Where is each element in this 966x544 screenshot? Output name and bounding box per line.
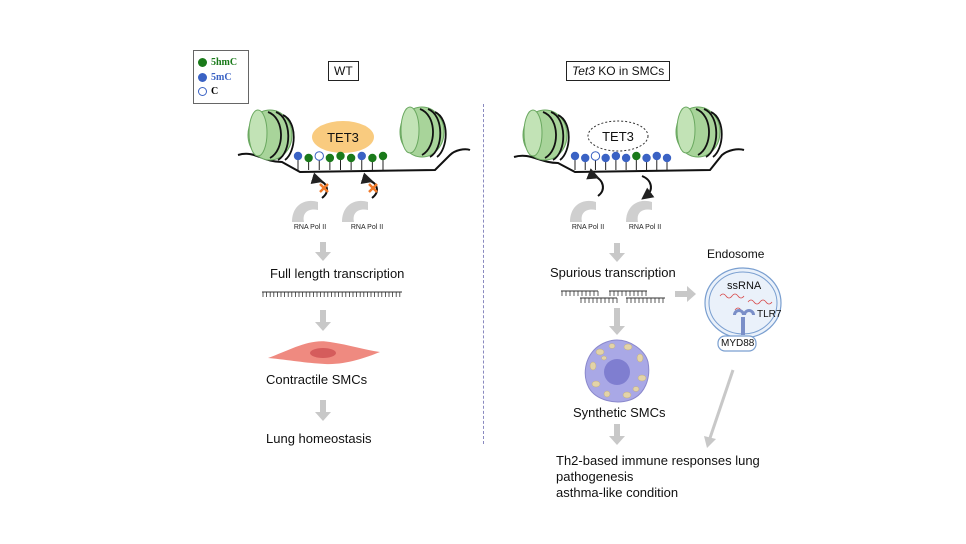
endosome-icon xyxy=(704,267,782,352)
c-dot-icon xyxy=(314,151,324,161)
transcription-arrow-icon xyxy=(586,168,604,197)
5hmc-dot-icon xyxy=(632,151,641,161)
endosome-label: Endosome xyxy=(707,247,765,261)
pol-label: RNA Pol II xyxy=(572,224,604,231)
diagonal-arrow-icon xyxy=(708,369,735,439)
rna-pol-ii-icon xyxy=(626,200,652,222)
tet3-enzyme xyxy=(312,121,374,153)
transcript-strand xyxy=(262,291,402,297)
ssrna-strand xyxy=(747,299,773,305)
ko-chromatin: TET3 RNA Pol II RNA Pol II xyxy=(513,106,745,231)
legend: 5hmC 5mC C xyxy=(193,50,249,104)
full-length-transcription-label: Full length transcription xyxy=(270,266,405,281)
spurious-transcripts xyxy=(561,290,665,303)
synthetic-smc-icon xyxy=(584,339,650,403)
5mc-dot-icon xyxy=(621,153,631,163)
tet3-absent-enzyme xyxy=(587,120,649,152)
pol-label: RNA Pol II xyxy=(351,224,383,231)
5mc-dot-icon xyxy=(293,151,303,161)
legend-item-5hmc: 5hmC xyxy=(198,57,237,68)
tet3-label: TET3 xyxy=(602,129,634,144)
wt-chromatin: TET3 RNA Pol II RNA Pol II xyxy=(237,106,471,231)
tet3-label: TET3 xyxy=(327,130,359,145)
tlr7-receptor-icon xyxy=(733,309,755,335)
cpg-sites xyxy=(570,151,672,170)
rna-pol-ii-icon xyxy=(342,200,368,222)
nucleosome-icon xyxy=(399,106,447,158)
flow-arrows xyxy=(315,242,696,445)
ko-title: Tet3 KO in SMCs xyxy=(566,61,671,81)
nucleosome-icon xyxy=(247,109,295,161)
transcript-fragment xyxy=(580,297,618,303)
5mc-dot-icon xyxy=(570,151,580,161)
transcription-arrow-icon xyxy=(641,175,655,200)
ko-title-gene: Tet3 xyxy=(572,64,595,78)
right-arrow-icon xyxy=(675,286,696,302)
synthetic-smcs-label: Synthetic SMCs xyxy=(573,405,666,420)
lung-homeostasis-label: Lung homeostasis xyxy=(266,431,372,446)
diagonal-arrowhead-icon xyxy=(704,436,716,448)
c-dot-icon xyxy=(198,87,207,96)
transcript-fragment xyxy=(626,297,665,303)
panel-divider xyxy=(483,104,484,444)
transcript-fragment xyxy=(609,290,647,296)
ssrna-strand xyxy=(719,293,745,299)
dna-strand xyxy=(513,148,745,174)
c-dot-icon xyxy=(590,151,601,161)
5hmc-dot-icon xyxy=(304,153,313,163)
full-length-transcript xyxy=(262,291,402,297)
contractile-smcs-label: Contractile SMCs xyxy=(266,372,368,387)
blocked-arrow-icon xyxy=(310,172,328,199)
outcome-text: Th2-based immune responses lung pathogen… xyxy=(556,453,760,501)
legend-item-c: C xyxy=(198,86,218,97)
down-arrow-icon xyxy=(609,424,625,445)
down-arrow-icon xyxy=(315,242,331,261)
pol-label: RNA Pol II xyxy=(629,224,661,231)
tlr7-label: TLR7 xyxy=(757,309,782,320)
block-x-icon xyxy=(319,183,329,193)
5mc-dot-icon xyxy=(198,73,207,82)
nucleosome-icon xyxy=(675,106,723,158)
5mc-dot-icon xyxy=(611,151,621,161)
legend-label: C xyxy=(211,86,219,97)
5hmc-dot-icon xyxy=(198,58,207,67)
myd88-label: MYD88 xyxy=(721,338,755,349)
down-arrow-icon xyxy=(315,310,331,331)
5hmc-dot-icon xyxy=(336,151,345,161)
5hmc-dot-icon xyxy=(325,153,335,163)
myd88-box xyxy=(717,335,757,352)
down-arrow-icon xyxy=(315,400,331,421)
5hmc-dot-icon xyxy=(368,153,377,163)
5hmc-dot-icon xyxy=(346,153,356,163)
outcome-line: asthma-like condition xyxy=(556,485,679,500)
pol-label: RNA Pol II xyxy=(294,224,326,231)
legend-item-5mc: 5mC xyxy=(198,72,232,83)
legend-label: 5hmC xyxy=(211,57,238,68)
down-arrow-icon xyxy=(609,243,625,262)
ssrna-label: ssRNA xyxy=(727,280,762,292)
5mc-dot-icon xyxy=(642,153,651,163)
rna-pol-ii-icon xyxy=(292,200,318,222)
wt-title: WT xyxy=(328,61,359,81)
block-x-icon xyxy=(368,183,378,193)
5hmc-dot-icon xyxy=(378,151,388,161)
5mc-dot-icon xyxy=(601,153,610,163)
blocked-arrow-icon xyxy=(360,172,378,199)
dna-strand xyxy=(237,148,471,174)
5mc-dot-icon xyxy=(581,153,590,163)
outcome-line: Th2-based immune responses lung xyxy=(556,453,760,468)
ko-title-rest: KO in SMCs xyxy=(594,64,665,78)
down-arrow-icon xyxy=(609,308,625,335)
spurious-transcription-label: Spurious transcription xyxy=(550,265,676,280)
5mc-dot-icon xyxy=(662,153,672,163)
5mc-dot-icon xyxy=(357,151,366,161)
rna-pol-ii-icon xyxy=(570,200,596,222)
5mc-dot-icon xyxy=(652,151,661,161)
nucleosome-icon xyxy=(522,109,570,161)
cpg-sites xyxy=(293,151,388,170)
contractile-smc-icon xyxy=(268,341,380,365)
transcript-fragment xyxy=(561,290,599,296)
outcome-line: pathogenesis xyxy=(556,469,634,484)
legend-label: 5mC xyxy=(211,72,232,83)
